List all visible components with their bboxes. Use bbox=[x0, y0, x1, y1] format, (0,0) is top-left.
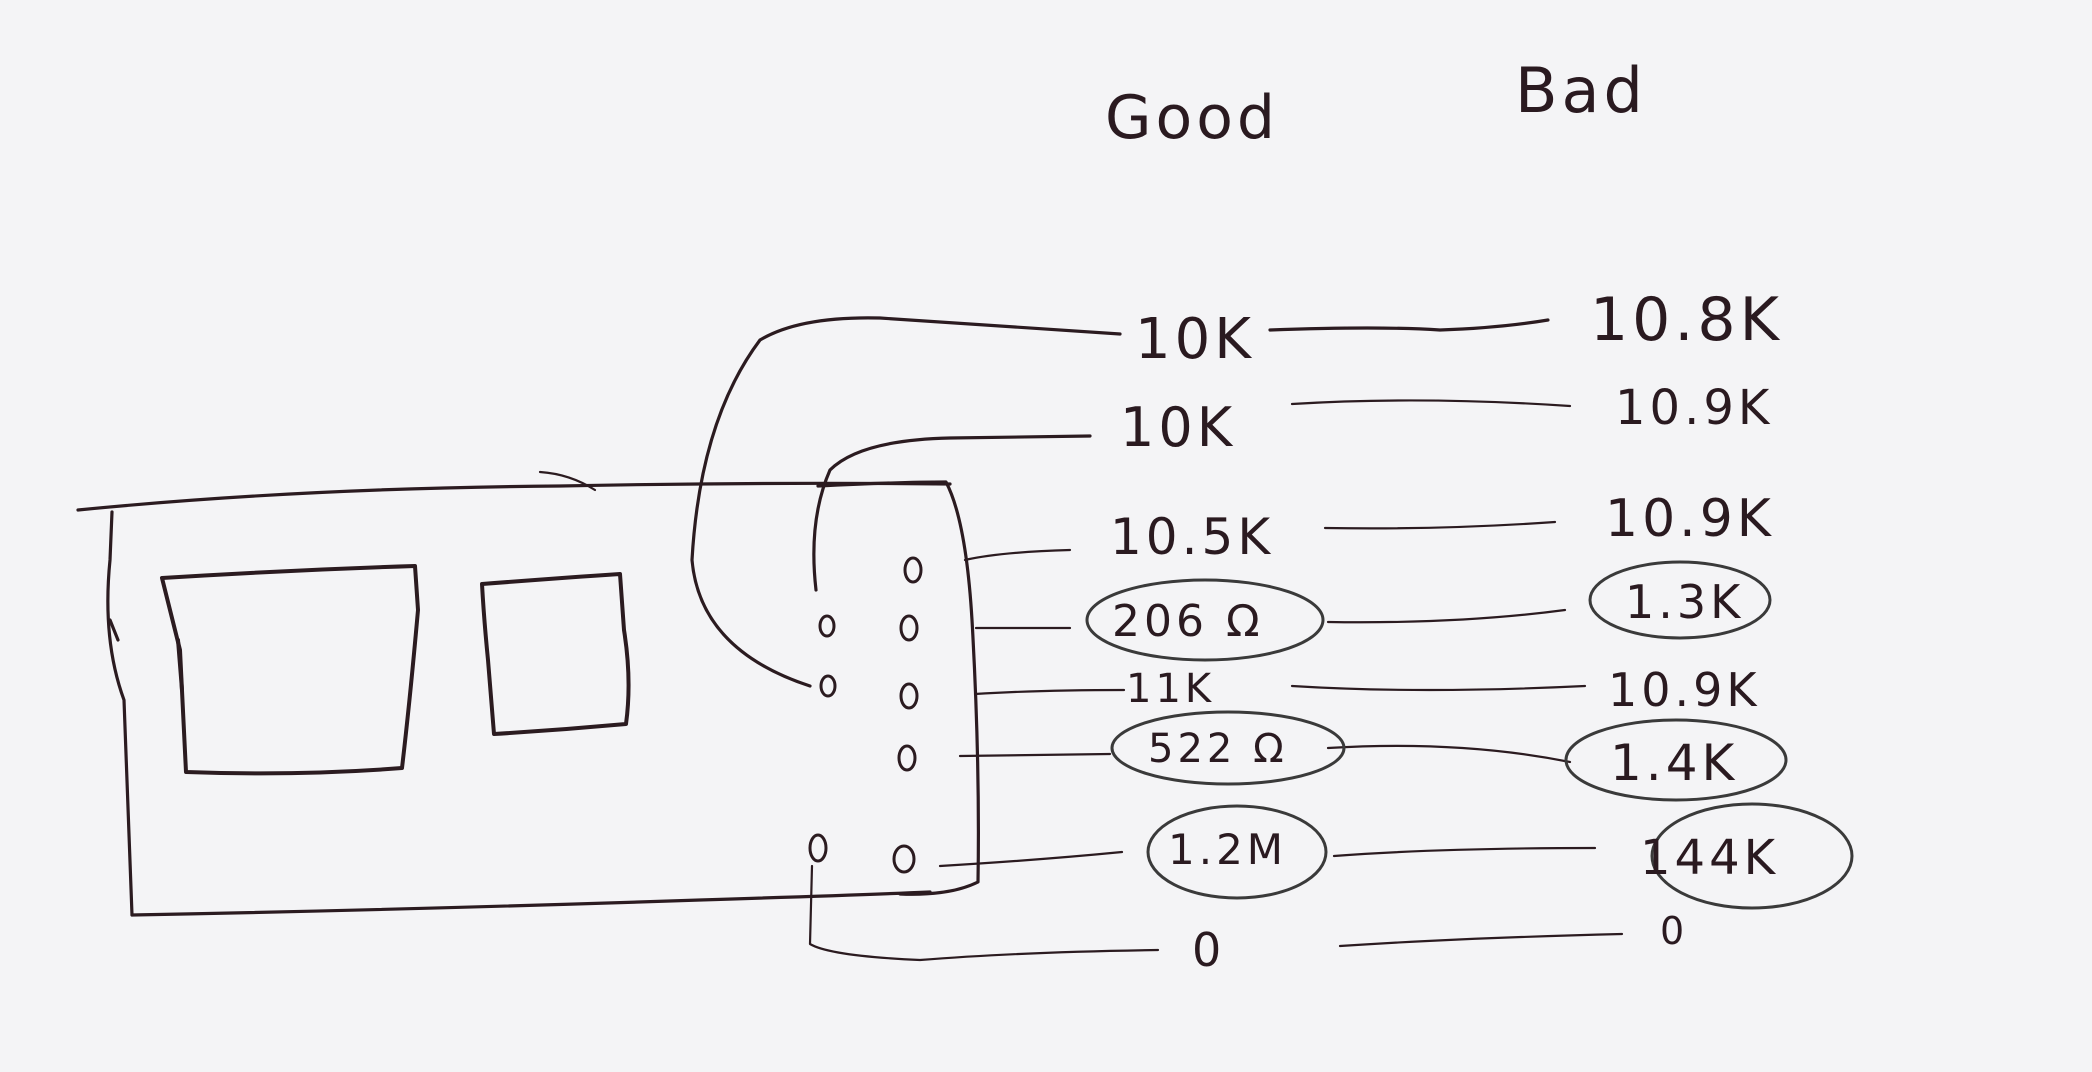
bad-r8: 0 bbox=[1660, 909, 1688, 953]
good-r6: 522 Ω bbox=[1148, 726, 1288, 772]
good-r7: 1.2M bbox=[1168, 825, 1287, 874]
connector-pins bbox=[808, 556, 923, 874]
oval-r4-bad bbox=[1588, 560, 1772, 640]
good-r1: 10K bbox=[1135, 307, 1255, 372]
pin bbox=[899, 682, 919, 710]
good-r8: 0 bbox=[1192, 923, 1225, 977]
pin bbox=[897, 744, 917, 772]
leader-lines bbox=[1268, 318, 1624, 948]
oval-r7-bad bbox=[1650, 802, 1854, 910]
pin bbox=[903, 556, 923, 584]
device-board bbox=[76, 470, 952, 917]
bad-r4: 1.3K bbox=[1625, 575, 1744, 629]
bad-r2: 10.9K bbox=[1615, 380, 1773, 436]
good-r5: 11K bbox=[1126, 666, 1215, 712]
oval-r7-good bbox=[1146, 804, 1328, 900]
bad-r3: 10.9K bbox=[1605, 489, 1775, 549]
good-readings: 10K 10K 10.5K 206 Ω 11K 522 Ω 1.2M 0 bbox=[1110, 307, 1288, 977]
pin bbox=[818, 614, 836, 638]
bad-r1: 10.8K bbox=[1590, 285, 1783, 355]
bad-r5: 10.9K bbox=[1608, 663, 1761, 717]
pin bbox=[808, 833, 828, 863]
good-r4: 206 Ω bbox=[1112, 596, 1264, 647]
connector-block bbox=[816, 480, 980, 896]
bad-r7: 144K bbox=[1640, 830, 1779, 886]
good-r2: 10K bbox=[1120, 396, 1236, 459]
header-good: Good bbox=[1105, 83, 1279, 153]
highlight-ovals bbox=[1085, 560, 1854, 910]
pin bbox=[892, 844, 916, 874]
oval-r4-good bbox=[1085, 578, 1325, 662]
pin bbox=[819, 674, 837, 698]
good-r3: 10.5K bbox=[1110, 508, 1274, 566]
component-small bbox=[480, 572, 631, 736]
oval-r6-bad bbox=[1564, 718, 1788, 802]
oval-r6-good bbox=[1110, 710, 1346, 786]
component-large bbox=[160, 564, 420, 776]
pin bbox=[899, 614, 919, 642]
pin-wires bbox=[690, 316, 1160, 962]
bad-r6: 1.4K bbox=[1610, 734, 1738, 792]
header-bad: Bad bbox=[1515, 54, 1647, 127]
bad-readings: 10.8K 10.9K 10.9K 1.3K 10.9K 1.4K 144K 0 bbox=[1590, 285, 1783, 953]
